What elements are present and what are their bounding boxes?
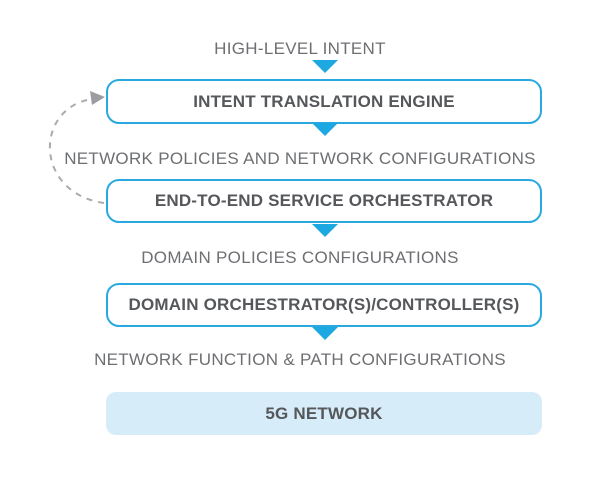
5g-network-title: 5G NETWORK [265, 403, 383, 423]
5g-network-box: 5G NETWORK [106, 392, 542, 435]
down-arrow-icon [312, 327, 338, 340]
service-orchestrator-box: END-TO-END SERVICE ORCHESTRATOR [106, 179, 542, 223]
down-arrow-icon [312, 224, 338, 237]
down-arrow-icon [312, 60, 338, 73]
domain-orchestrator-title: DOMAIN ORCHESTRATOR(S)/CONTROLLER(S) [128, 295, 520, 314]
intent-translation-engine-title: INTENT TRANSLATION ENGINE [193, 91, 455, 111]
intent-translation-engine-box: INTENT TRANSLATION ENGINE [106, 79, 542, 124]
network-policies-label: NETWORK POLICIES AND NETWORK CONFIGURATI… [64, 149, 536, 168]
high-level-intent-label: HIGH-LEVEL INTENT [214, 39, 386, 58]
down-arrow-icon [312, 123, 338, 136]
domain-orchestrator-box: DOMAIN ORCHESTRATOR(S)/CONTROLLER(S) [106, 283, 542, 327]
domain-policies-label: DOMAIN POLICIES CONFIGURATIONS [141, 248, 459, 267]
network-function-label: NETWORK FUNCTION & PATH CONFIGURATIONS [94, 350, 506, 369]
service-orchestrator-title: END-TO-END SERVICE ORCHESTRATOR [154, 191, 494, 210]
